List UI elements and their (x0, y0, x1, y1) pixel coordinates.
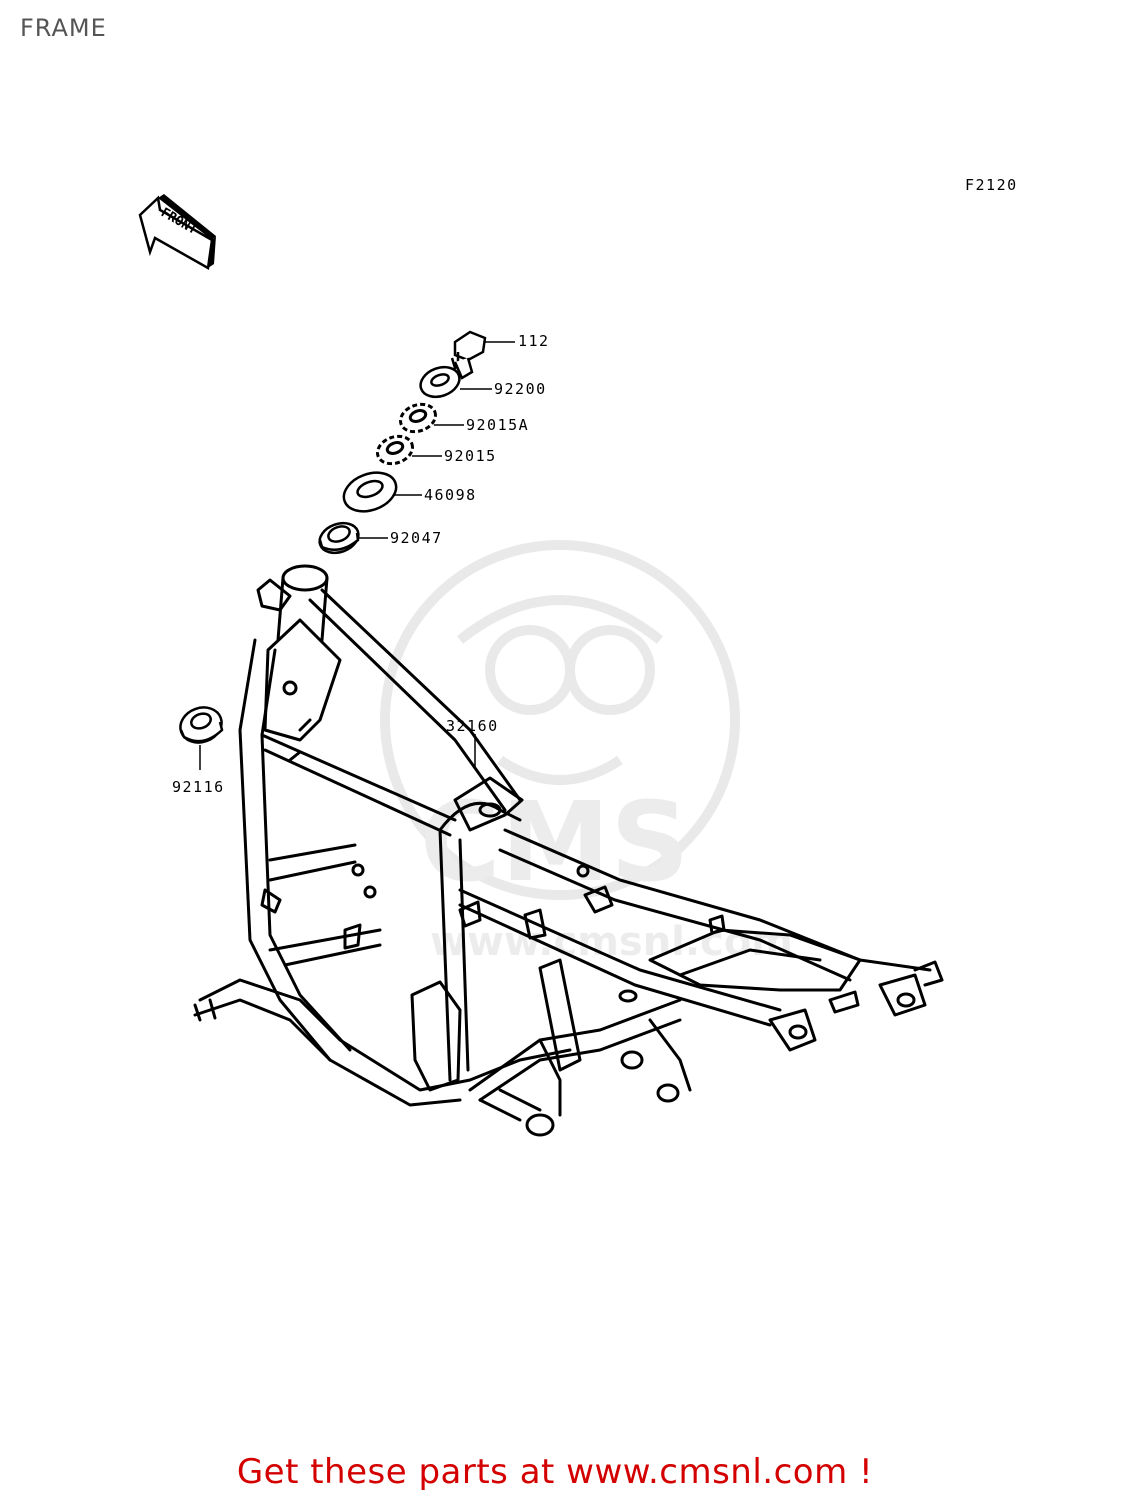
part-92200-washer (419, 365, 461, 399)
part-92015a-nut (399, 402, 437, 434)
leader-lines (199, 341, 515, 770)
part-label-32160: 32160 (446, 717, 499, 735)
part-label-92200: 92200 (494, 380, 547, 398)
part-label-112: 112 (518, 332, 550, 350)
part-label-92015: 92015 (444, 447, 497, 465)
part-92047-bearing (318, 521, 360, 555)
watermark-text: CMS (420, 778, 689, 906)
part-label-92015a: 92015A (466, 416, 529, 434)
part-92116-bearing (179, 706, 224, 744)
part-label-92116: 92116 (172, 778, 225, 796)
page-title: FRAME (20, 14, 107, 42)
get-parts-link[interactable]: Get these parts at www.cmsnl.com ! (236, 1452, 874, 1492)
frame-32160-drawing (193, 564, 944, 1137)
part-112-bolt (450, 330, 487, 380)
part-92015-nut (376, 434, 414, 466)
part-label-46098: 46098 (424, 486, 477, 504)
part-label-92047: 92047 (390, 529, 443, 547)
part-46098-seal (342, 471, 398, 513)
front-arrow-icon: FRONT (138, 194, 216, 270)
figure-code: F2120 (965, 176, 1018, 194)
